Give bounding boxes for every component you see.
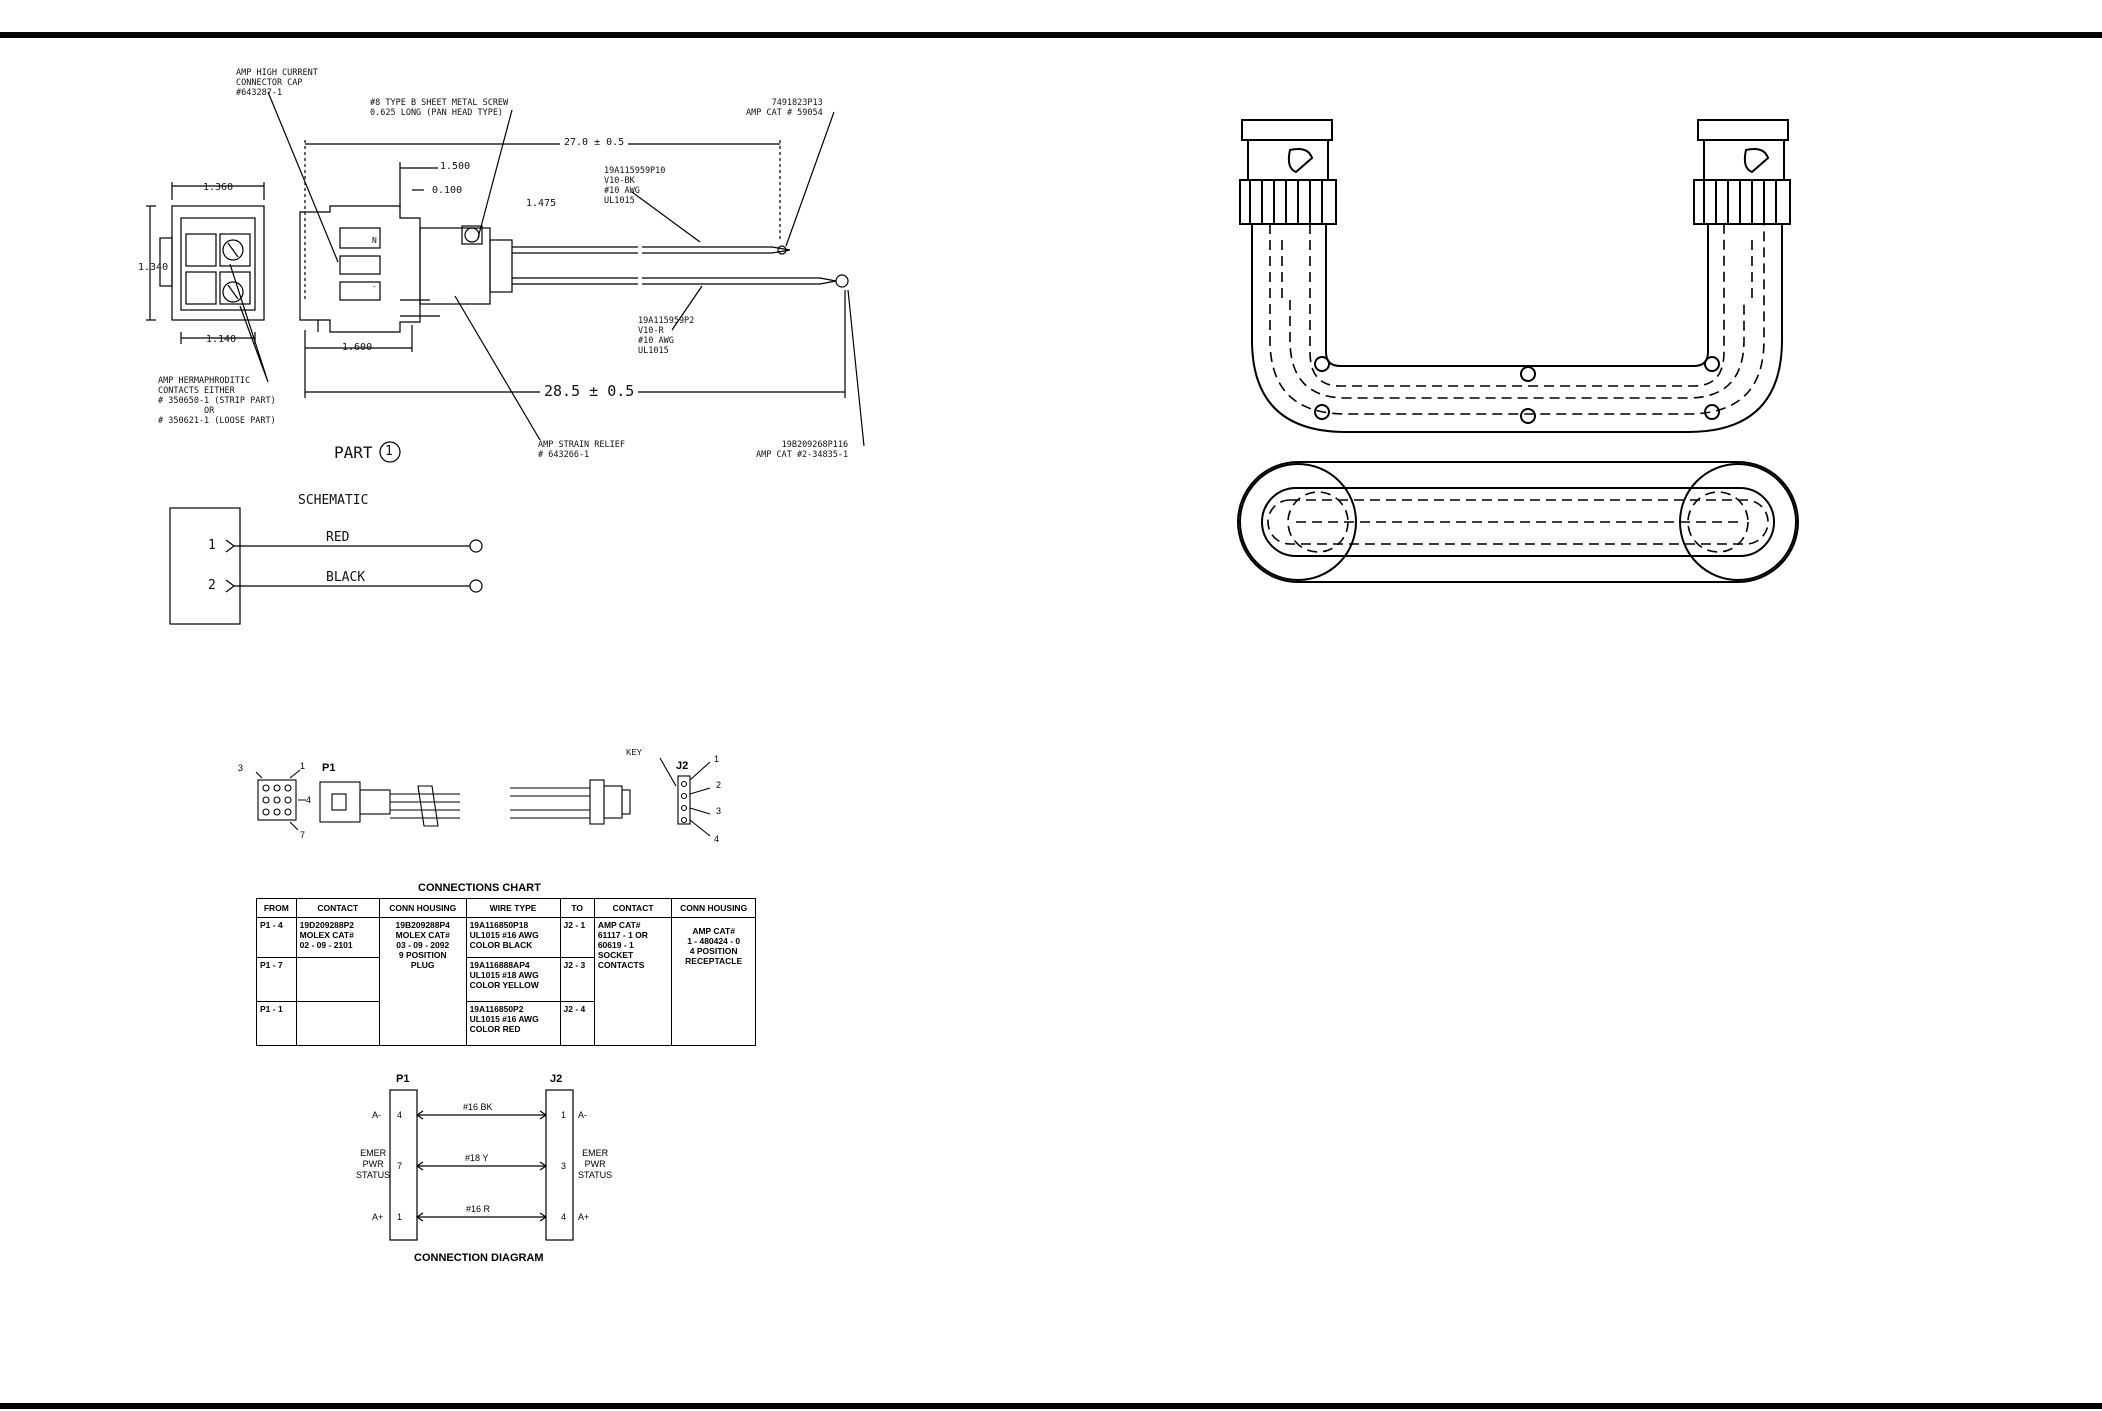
black-wire-callout: 19A115959P10 V10-BK #10 AWG UL1015 [604, 166, 666, 206]
p1-j2-connector-views [255, 757, 711, 837]
diagram-left-emer: EMER PWR STATUS [356, 1148, 391, 1180]
header-conn-housing-p1: CONN HOUSING [378, 898, 467, 918]
housing-mark-n: N [372, 236, 377, 245]
top-terminal-callout: 7491823P13 AMP CAT # 59054 [746, 98, 823, 118]
p1-view-label: P1 [322, 762, 336, 774]
p1-pin-1: 1 [300, 761, 306, 771]
diagram-right-a-plus: A+ [578, 1212, 590, 1222]
dim-0100: 0.100 [432, 185, 463, 196]
p1-pin-7: 7 [300, 830, 306, 840]
header-to: TO [559, 898, 595, 918]
cell-conn-housing-p1: 19B209288P4 MOLEX CAT# 03 - 09 - 2092 9 … [378, 917, 467, 1046]
cell-to: J2 - 3 [559, 957, 595, 1002]
diagram-left-a-minus: A- [372, 1110, 381, 1120]
part1-cable-drawing [146, 91, 865, 463]
cell-contact [295, 1001, 380, 1046]
diagram-p1-pin-7: 7 [397, 1161, 403, 1171]
cell-contact-j2: AMP CAT# 61117 - 1 OR 60619 - 1 SOCKET C… [593, 917, 673, 1046]
diagram-wire-16bk: #16 BK [463, 1102, 493, 1112]
schematic-title: SCHEMATIC [298, 493, 369, 508]
schematic-wire-red: RED [326, 530, 350, 545]
cell-to: J2 - 1 [559, 917, 595, 958]
header-contact-j2: CONTACT [593, 898, 673, 918]
schematic-pin-2: 2 [208, 578, 216, 593]
dim-1140: 1.140 [206, 334, 237, 345]
cell-wire: 19A116850P18 UL1015 #16 AWG COLOR BLACK [465, 917, 561, 958]
bottom-border-rule [0, 1403, 2102, 1409]
header-conn-housing-j2: CONN HOUSING [671, 898, 756, 918]
schematic-wire-black: BLACK [326, 570, 366, 585]
housing-mark-dash: - [372, 282, 377, 291]
part-number: 1 [385, 444, 393, 459]
screw-callout: #8 TYPE B SHEET METAL SCREW 0.625 LONG (… [370, 98, 509, 118]
diagram-j2-pin-1: 1 [561, 1110, 567, 1120]
j2-pin-3: 3 [716, 806, 722, 816]
dim-length-bottom: 28.5 ± 0.5 [540, 382, 639, 400]
table-row: P1 - 1 19A116850P2 UL1015 #16 AWG COLOR … [256, 1001, 756, 1046]
cell-contact: 19D209288P2 MOLEX CAT# 02 - 09 - 2101 [295, 917, 380, 958]
dim-1340: 1.340 [138, 262, 169, 273]
table-row: P1 - 7 19A116888AP4 UL1015 #18 AWG COLOR… [256, 957, 756, 1002]
header-wire-type: WIRE TYPE [465, 898, 561, 918]
part-label: PART [334, 443, 373, 462]
schematic-drawing [169, 507, 483, 625]
diagram-p1-pin-1: 1 [397, 1212, 403, 1222]
diagram-left-a-plus: A+ [372, 1212, 384, 1222]
dim-1600: 1.600 [342, 342, 373, 353]
contacts-callout: AMP HERMAPHRODITIC CONTACTS EITHER # 350… [158, 376, 276, 426]
cell-wire: 19A116850P2 UL1015 #16 AWG COLOR RED [465, 1001, 561, 1046]
j2-pin-2: 2 [716, 780, 722, 790]
schematic-pin-1: 1 [208, 538, 216, 553]
dim-1500: 1.500 [440, 161, 471, 172]
j2-view-label: J2 [676, 760, 689, 772]
key-label: KEY [626, 748, 643, 757]
diagram-wire-16r: #16 R [466, 1204, 491, 1214]
connections-chart-table: FROM CONTACT CONN HOUSING WIRE TYPE TO C… [256, 898, 756, 1046]
cell-contact [295, 957, 380, 1002]
diagram-right-emer: EMER PWR STATUS [578, 1148, 613, 1180]
chart-header-row: FROM CONTACT CONN HOUSING WIRE TYPE TO C… [256, 898, 756, 918]
diagram-j2-pin-3: 3 [561, 1161, 567, 1171]
bottom-terminal-callout: 19B209268P116 AMP CAT #2-34835-1 [756, 440, 849, 460]
connections-chart-title: CONNECTIONS CHART [418, 882, 541, 894]
cell-from: P1 - 7 [256, 957, 297, 1002]
cell-to: J2 - 4 [559, 1001, 595, 1046]
j2-pin-4: 4 [714, 834, 720, 844]
cell-from: P1 - 4 [256, 917, 297, 958]
diagram-right-a-minus: A- [578, 1110, 587, 1120]
j2-pin-1: 1 [714, 754, 720, 764]
dim-1475: 1.475 [526, 198, 557, 209]
connection-diagram-drawing [389, 1089, 574, 1241]
diagram-p1-label: P1 [396, 1073, 410, 1085]
cell-from: P1 - 1 [256, 1001, 297, 1046]
cell-wire: 19A116888AP4 UL1015 #18 AWG COLOR YELLOW [465, 957, 561, 1002]
connection-diagram-title: CONNECTION DIAGRAM [414, 1252, 544, 1264]
red-wire-callout: 19A115959P2 V10-R #10 AWG UL1015 [638, 316, 695, 356]
table-row: P1 - 4 19D209288P2 MOLEX CAT# 02 - 09 - … [256, 917, 756, 1046]
diagram-wire-18y: #18 Y [465, 1153, 489, 1163]
header-contact-p1: CONTACT [295, 898, 380, 918]
cell-conn-housing-j2: AMP CAT# 1 - 480424 - 0 4 POSITION RECEP… [671, 917, 756, 1046]
p1-pin-4: 4 [306, 795, 312, 805]
connector-cap-callout: AMP HIGH CURRENT CONNECTOR CAP #643287-1 [236, 68, 318, 98]
header-from: FROM [256, 898, 297, 918]
dim-length-top: 27.0 ± 0.5 [560, 137, 629, 148]
diagram-p1-pin-4: 4 [397, 1110, 403, 1120]
top-border-rule [0, 32, 2102, 38]
dim-1360: 1.360 [203, 182, 234, 193]
strain-relief-callout: AMP STRAIN RELIEF # 643266-1 [538, 440, 625, 460]
diagram-j2-label: J2 [550, 1073, 563, 1085]
u-tube-fixture-drawing [1237, 119, 1799, 583]
diagram-j2-pin-4: 4 [561, 1212, 567, 1222]
p1-pin-3: 3 [238, 763, 244, 773]
